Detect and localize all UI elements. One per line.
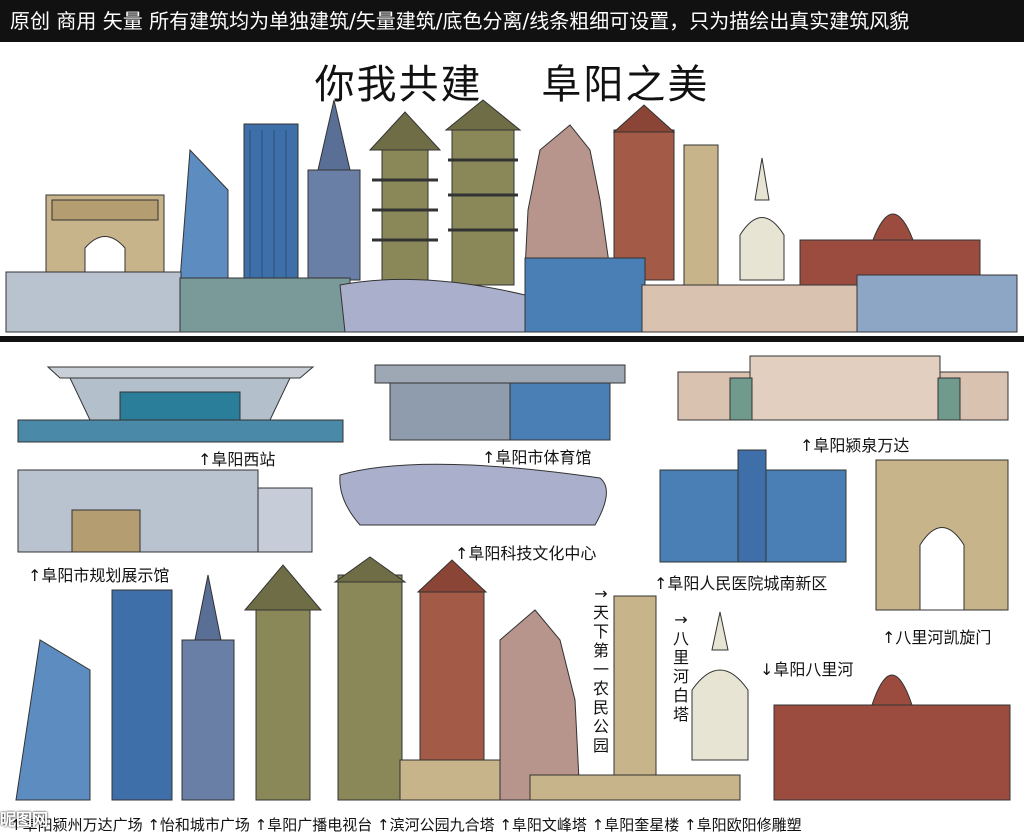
label-west-station: ↑阜阳西站 [198, 450, 276, 469]
glass-tower-bottom [111, 589, 173, 801]
stone-column-top [683, 144, 719, 286]
label-bottom-row: ↑阜阳颍州万达广场 ↑怡和城市广场 ↑阜阳广播电视台 ↑滨河公园九合塔 ↑阜阳文… [10, 816, 802, 834]
wanda-tower-bottom [15, 639, 91, 801]
pagoda-olive-1 [368, 111, 442, 281]
pagoda-olive-2 [444, 99, 522, 286]
title-left: 你我共建 [314, 62, 483, 108]
hospital-building [659, 449, 847, 563]
statue-bottom [499, 609, 581, 801]
top-banner: 原创 商用 矢量 所有建筑均为单独建筑/矢量建筑/底色分离/线条粗细可设置，只为… [0, 0, 1024, 42]
label-planning-hall: ↑阜阳市规划展示馆 [28, 566, 170, 585]
station-top [179, 277, 351, 333]
science-center-top [339, 278, 526, 333]
label-farmer-park: →天下第一农民公园 [592, 584, 609, 755]
label-balihe: ↓阜阳八里河 [760, 660, 854, 679]
domed-hall-bottom [773, 704, 1011, 801]
low-building-left [5, 271, 182, 333]
yingquan-wanda [677, 355, 1009, 421]
brick-tower-top [613, 129, 675, 281]
label-wanda: ↑阜阳颍泉万达 [800, 436, 910, 455]
stone-column-bottom [613, 595, 657, 777]
glass-tower-tall [243, 123, 299, 281]
spire-tower [307, 169, 361, 281]
label-science-center: ↑阜阳科技文化中心 [455, 544, 597, 563]
page-title: 你我共建 阜阳之美 [0, 52, 1024, 110]
banner-text: 原创 商用 矢量 所有建筑均为单独建筑/矢量建筑/底色分离/线条粗细可设置，只为… [10, 9, 910, 33]
hospital-top [524, 257, 646, 333]
watermark-logo: 昵图网 [0, 810, 49, 829]
pagoda-bottom-2 [333, 556, 407, 801]
white-stupa-bottom [691, 669, 749, 761]
west-station [17, 366, 344, 443]
park-base [529, 774, 741, 801]
label-hospital: ↑阜阳人民医院城南新区 [654, 574, 828, 593]
tv-tower-bottom [181, 639, 235, 801]
gym-top [856, 274, 1018, 333]
arch-top [45, 194, 165, 276]
statue-top [524, 124, 611, 271]
section-divider [0, 336, 1024, 342]
label-arch: ↑八里河凯旋门 [882, 628, 992, 647]
label-white-pagoda: →八里河白塔 [672, 610, 689, 724]
science-center [339, 463, 607, 526]
title-right: 阜阳之美 [541, 62, 710, 108]
white-stupa-top [739, 217, 785, 281]
glass-tower-slant [179, 148, 229, 281]
bali-arch [875, 459, 1009, 611]
planning-hall [17, 469, 313, 553]
city-gym [374, 364, 626, 441]
pagoda-bottom-1 [243, 564, 323, 801]
wanda-top [641, 284, 858, 333]
label-gym: ↑阜阳市体育馆 [482, 448, 592, 467]
